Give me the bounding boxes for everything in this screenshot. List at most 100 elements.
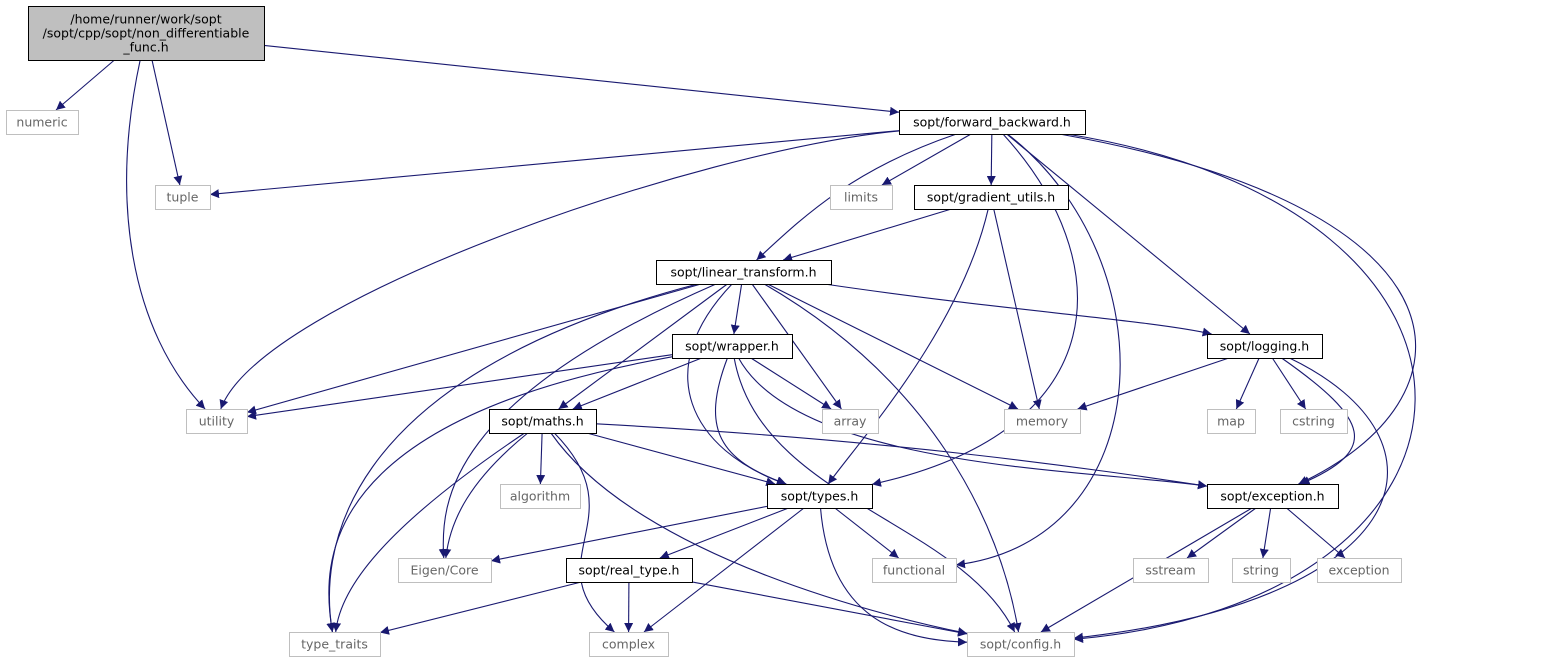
- node-maths[interactable]: sopt/maths.h: [489, 409, 597, 434]
- edge-fb-to-config: [1066, 133, 1416, 643]
- node-box: [28, 6, 265, 61]
- node-label: sopt/types.h: [781, 489, 859, 504]
- node-label: functional: [883, 563, 945, 578]
- edge-maths-to-types: [586, 432, 776, 486]
- node-label: sopt/forward_backward.h: [913, 115, 1071, 130]
- node-exc[interactable]: sopt/exception.h: [1207, 484, 1339, 509]
- node-label: exception: [1328, 563, 1389, 578]
- edge-lt-to-memory: [767, 283, 1019, 410]
- edge-maths-to-algorithm: [536, 432, 546, 485]
- node-box: [656, 260, 832, 285]
- node-label: memory: [1016, 414, 1069, 429]
- edge-wrap-to-array: [750, 357, 832, 410]
- node-label: utility: [199, 414, 235, 429]
- node-log[interactable]: sopt/logging.h: [1207, 334, 1323, 359]
- edge-wrap-to-traits: [326, 356, 673, 633]
- node-box: [186, 409, 248, 434]
- edge-maths-to-complex: [553, 432, 615, 633]
- edge-log-to-cstring: [1271, 357, 1307, 410]
- node-label: sopt/logging.h: [1220, 339, 1309, 354]
- edge-wrap-to-types: [714, 357, 787, 486]
- edge-lt-to-maths: [558, 283, 728, 410]
- node-box: [830, 185, 893, 210]
- edge-lt-to-array: [751, 283, 842, 410]
- node-box: [914, 185, 1069, 210]
- edge-log-to-exc: [1281, 357, 1355, 485]
- node-memory: memory: [1004, 409, 1081, 434]
- edge-fb-to-log: [1006, 133, 1251, 335]
- node-traits: type_traits: [289, 632, 381, 657]
- edge-maths-to-traits: [332, 432, 525, 633]
- node-box: [1004, 409, 1081, 434]
- node-numeric: numeric: [6, 110, 79, 135]
- edge-lt-to-traits: [326, 283, 698, 633]
- node-box: [500, 484, 581, 509]
- node-label: Eigen/Core: [410, 563, 478, 578]
- node-grad[interactable]: sopt/gradient_utils.h: [914, 185, 1069, 210]
- node-box: [1133, 558, 1209, 583]
- node-array: array: [822, 409, 879, 434]
- node-complex: complex: [589, 632, 669, 657]
- node-label: _func.h: [122, 40, 168, 55]
- node-box: [1232, 558, 1291, 583]
- edge-exc-to-exception: [1286, 507, 1346, 559]
- node-root[interactable]: /home/runner/work/sopt/sopt/cpp/sopt/non…: [28, 6, 265, 61]
- node-box: [1207, 484, 1339, 509]
- node-label: string: [1243, 563, 1279, 578]
- node-label: sopt/config.h: [980, 637, 1061, 652]
- node-cstring: cstring: [1280, 409, 1348, 434]
- edge-fb-to-tuple: [209, 130, 900, 199]
- edge-grad-to-lt: [782, 208, 952, 262]
- edge-exc-to-string: [1259, 507, 1272, 559]
- node-box: [967, 632, 1075, 657]
- edge-grad-to-types: [827, 208, 989, 485]
- node-label: sopt/maths.h: [501, 414, 583, 429]
- node-real[interactable]: sopt/real_type.h: [566, 558, 693, 583]
- edge-log-to-memory: [1077, 357, 1230, 411]
- node-box: [6, 110, 79, 135]
- node-label: limits: [844, 190, 878, 205]
- node-box: [289, 632, 381, 657]
- node-label: /home/runner/work/sopt: [70, 12, 221, 27]
- node-exception: exception: [1317, 558, 1402, 583]
- node-sstream: sstream: [1133, 558, 1209, 583]
- edge-log-to-map: [1235, 357, 1260, 410]
- node-box: [155, 185, 211, 210]
- node-map: map: [1207, 409, 1256, 434]
- node-label: array: [834, 414, 867, 429]
- node-lt[interactable]: sopt/linear_transform.h: [656, 260, 832, 285]
- node-types[interactable]: sopt/types.h: [767, 484, 873, 509]
- edge-real-to-config: [691, 581, 968, 637]
- edge-maths-to-exc: [595, 423, 1208, 490]
- edge-real-to-traits: [379, 581, 582, 635]
- edge-root-to-utility: [126, 59, 206, 410]
- node-wrap[interactable]: sopt/wrapper.h: [672, 334, 793, 359]
- edge-lt-to-log: [824, 283, 1212, 337]
- node-string: string: [1232, 558, 1291, 583]
- edge-wrap-to-exc: [738, 357, 1208, 490]
- node-label: /sopt/cpp/sopt/non_differentiable: [43, 26, 250, 41]
- node-algorithm: algorithm: [500, 484, 581, 509]
- edge-log-to-config: [1073, 357, 1389, 642]
- node-box: [872, 558, 957, 583]
- node-label: complex: [602, 637, 655, 652]
- edge-maths-to-config: [550, 432, 968, 636]
- edge-types-to-real: [659, 507, 789, 559]
- node-config: sopt/config.h: [967, 632, 1075, 657]
- node-label: tuple: [167, 190, 199, 205]
- edge-fb-to-limits: [881, 133, 972, 186]
- node-box: [1207, 334, 1323, 359]
- edge-root-to-tuple: [151, 59, 183, 186]
- edge-types-to-eigen: [490, 505, 768, 564]
- edge-wrap-to-utility: [246, 354, 673, 420]
- edge-types-to-complex: [643, 507, 805, 633]
- edge-root-to-numeric: [55, 59, 115, 111]
- node-label: sstream: [1145, 563, 1195, 578]
- node-label: algorithm: [510, 489, 570, 504]
- node-box: [589, 632, 669, 657]
- edge-fb-to-utility: [219, 130, 900, 410]
- node-fb[interactable]: sopt/forward_backward.h: [899, 110, 1086, 135]
- node-limits: limits: [830, 185, 893, 210]
- edge-fb-to-grad: [986, 133, 996, 186]
